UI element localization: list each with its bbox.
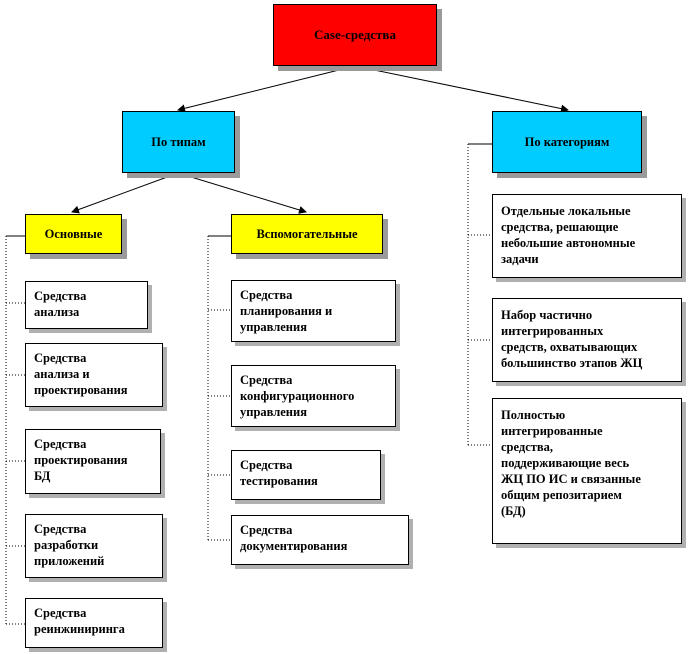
- item-line: ЖЦ ПО ИС и связанные: [501, 472, 641, 486]
- arrow-by-type-to-aux: [177, 172, 307, 214]
- item-line: задачи: [501, 252, 539, 266]
- item-line: средств, охватывающих: [501, 340, 638, 354]
- item-line: большинство этапов ЖЦ: [501, 356, 643, 370]
- main-bracket: [5, 235, 25, 626]
- item-line: разработки: [34, 538, 99, 552]
- item-line: управления: [240, 405, 307, 419]
- aux-bracket: [207, 235, 231, 541]
- arrow-by-type-to-main: [71, 172, 179, 214]
- item-line: поддерживающие весь: [501, 456, 630, 470]
- item-line: (БД): [501, 504, 526, 518]
- item-line: Средства: [34, 522, 87, 536]
- arrow-root-to-by-category: [354, 65, 569, 113]
- by-type-node: По типам: [122, 111, 235, 173]
- item-line: Средства: [34, 437, 87, 451]
- item-line: приложений: [34, 554, 105, 568]
- item-line: Отдельные локальные: [501, 204, 631, 218]
- item-line: общим репозитарием: [501, 488, 622, 502]
- by-category-node: По категориям: [492, 111, 642, 173]
- item-line: управления: [240, 320, 307, 334]
- item-line: Средства: [34, 606, 87, 620]
- main-item-db-design: Средства проектирования БД: [25, 429, 161, 494]
- item-line: конфигурационного: [240, 389, 355, 403]
- item-line: проектирования: [34, 383, 128, 397]
- root-label: Case-средства: [314, 27, 396, 42]
- item-line: интегрированные: [501, 424, 603, 438]
- item-line: анализа: [34, 305, 80, 319]
- item-line: анализа и: [34, 367, 90, 381]
- auxiliary-node: Вспомогательные: [231, 214, 383, 254]
- item-line: документирования: [240, 539, 348, 553]
- item-line: Средства: [34, 351, 87, 365]
- item-line: Средства: [34, 289, 87, 303]
- auxiliary-label: Вспомогательные: [256, 227, 358, 241]
- main-node: Основные: [25, 214, 122, 254]
- item-line: Средства: [240, 373, 293, 387]
- aux-item-planning: Средства планирования и управления: [231, 280, 396, 342]
- item-line: средства, решающие: [501, 220, 619, 234]
- item-line: Полностью: [501, 408, 566, 422]
- by-category-label: По категориям: [524, 135, 610, 149]
- category-item-local-tools: Отдельные локальные средства, решающие н…: [492, 194, 682, 278]
- item-line: планирования и: [240, 304, 333, 318]
- main-label: Основные: [44, 227, 103, 241]
- aux-item-documentation: Средства документирования: [231, 515, 409, 565]
- aux-item-testing: Средства тестирования: [231, 450, 381, 500]
- item-line: Набор частично: [501, 308, 593, 322]
- item-line: БД: [34, 469, 51, 483]
- item-line: средства,: [501, 440, 554, 454]
- category-item-partial-integration: Набор частично интегрированных средств, …: [492, 298, 682, 382]
- aux-item-configuration: Средства конфигурационного управления: [231, 365, 396, 427]
- by-type-label: По типам: [151, 135, 206, 149]
- main-item-analysis: Средства анализа: [25, 281, 148, 329]
- item-line: тестирования: [240, 474, 318, 488]
- main-item-analysis-design: Средства анализа и проектирования: [25, 343, 163, 407]
- category-bracket: [467, 143, 492, 446]
- item-line: интегрированных: [501, 324, 604, 338]
- item-line: проектирования: [34, 453, 128, 467]
- category-item-full-integration: Полностью интегрированные средства, подд…: [492, 398, 682, 544]
- root-node: Case-средства: [273, 4, 437, 66]
- item-line: небольшие автономные: [501, 236, 636, 250]
- main-item-reengineering: Средства реинжиниринга: [25, 598, 163, 648]
- item-line: Средства: [240, 523, 293, 537]
- arrow-root-to-by-type: [177, 65, 356, 113]
- item-line: Средства: [240, 458, 293, 472]
- item-line: Средства: [240, 288, 293, 302]
- item-line: реинжиниринга: [34, 622, 125, 636]
- main-item-app-development: Средства разработки приложений: [25, 514, 163, 578]
